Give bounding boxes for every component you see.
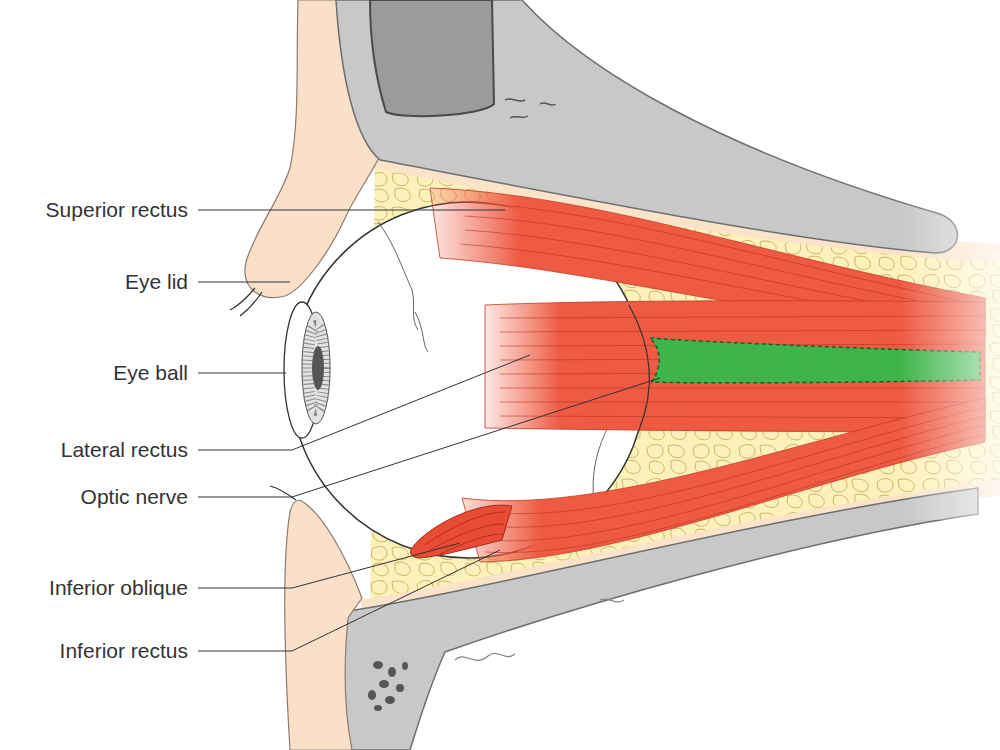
part-label: Optic nerve bbox=[0, 484, 188, 510]
iris bbox=[302, 312, 330, 424]
part-label: Superior rectus bbox=[0, 197, 188, 223]
part-label: Lateral rectus bbox=[0, 437, 188, 463]
inferior-oblique-muscle bbox=[410, 505, 512, 558]
maxilla-spots bbox=[368, 661, 408, 711]
part-label: Inferior rectus bbox=[0, 638, 188, 664]
frontal-sinus bbox=[370, 0, 494, 116]
bone-texture bbox=[505, 99, 556, 118]
pupil bbox=[312, 346, 324, 390]
eyelashes bbox=[270, 486, 296, 500]
eyelashes bbox=[230, 288, 262, 316]
muscle-fibres bbox=[425, 512, 505, 554]
leader-lines bbox=[198, 210, 660, 651]
part-label: Eye ball bbox=[0, 360, 188, 386]
lower-eyelid-skin bbox=[285, 500, 362, 750]
right-fade bbox=[900, 180, 1000, 520]
bone-texture bbox=[455, 599, 624, 660]
part-label: Inferior oblique bbox=[0, 575, 188, 601]
part-label: Eye lid bbox=[0, 269, 188, 295]
iris-fibres bbox=[307, 326, 325, 410]
globe-outline bbox=[629, 305, 649, 430]
